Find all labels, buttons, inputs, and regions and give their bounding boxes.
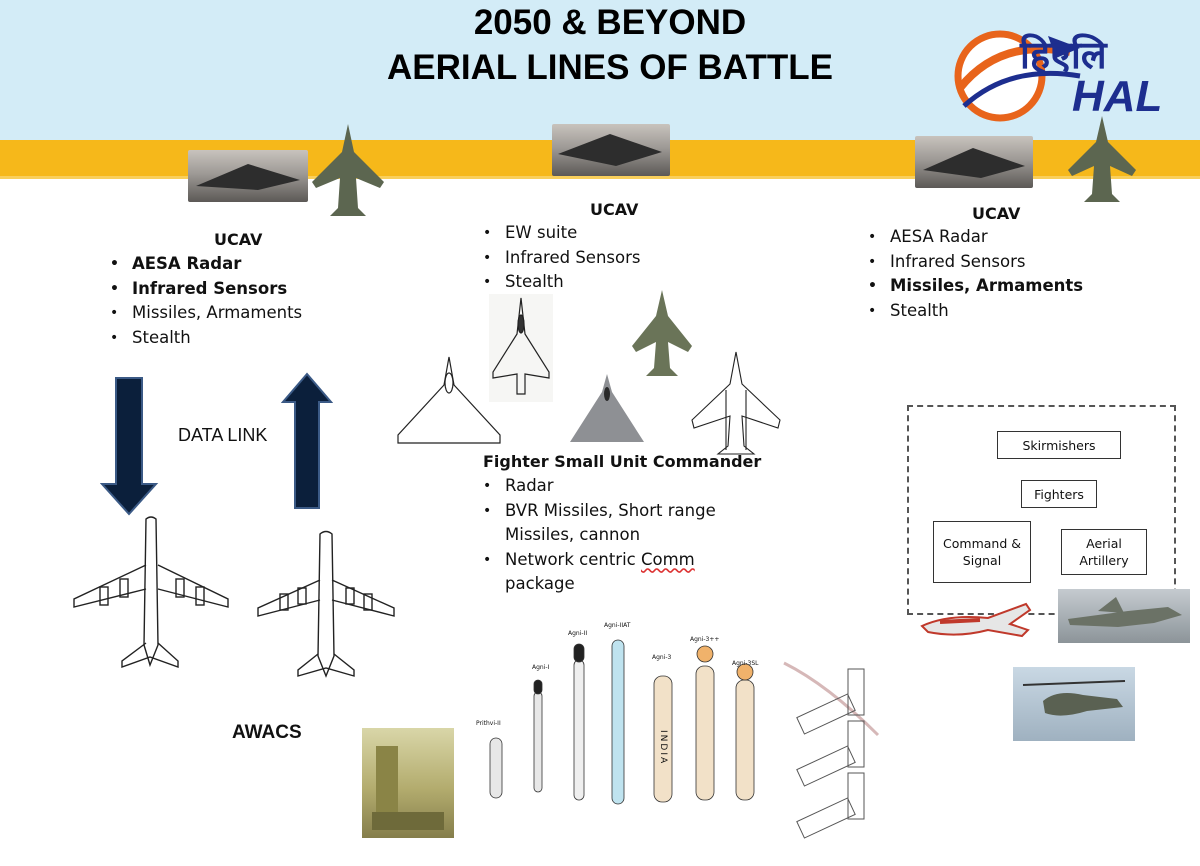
- transport-aircraft-drawing-left: [73, 516, 229, 668]
- command-signal-box: Command & Signal: [933, 521, 1031, 583]
- stealth-fighter-photo-left: [310, 122, 386, 218]
- fighter-line-drawing-1: [397, 356, 501, 444]
- agni-missile-chart: Prithvi-II Agni-I Agni-II Agni-IIAT Agni…: [470, 620, 770, 826]
- hal-logo: [930, 18, 1170, 133]
- page-title: 2050 & BEYOND AERIAL LINES OF BATTLE: [200, 0, 1020, 90]
- up-arrow-icon: [281, 372, 333, 509]
- logo-hal-text: HAL: [1072, 72, 1163, 121]
- list-item: Radar: [479, 474, 729, 499]
- missile-launcher-photo: [362, 728, 454, 838]
- missile-label: Prithvi-II: [476, 720, 501, 727]
- fighter-line-drawing-3: [691, 351, 781, 455]
- orange-band-shade: [0, 176, 1200, 179]
- comm-word: Comm: [640, 549, 695, 569]
- fighter-commander-list: Radar BVR Missiles, Short range Missiles…: [479, 474, 729, 597]
- fighters-box: Fighters: [1021, 480, 1097, 508]
- logo-hindi-text: हिएलि: [1020, 33, 1107, 77]
- skirmishers-box: Skirmishers: [997, 431, 1121, 459]
- title-line-2: AERIAL LINES OF BATTLE: [387, 48, 833, 87]
- helicopter-photo: [1013, 667, 1135, 741]
- list-item: AESA Radar: [864, 225, 1083, 250]
- awacs-label: AWACS: [232, 722, 302, 743]
- trainer-jet-photo: [918, 594, 1032, 656]
- tejas-fighter-photo: [568, 372, 646, 448]
- left-ucav-heading: UCAV: [214, 230, 263, 249]
- missile-label: Agni-3: [652, 654, 672, 661]
- list-item: Infrared Sensors: [479, 246, 640, 271]
- right-ucav-heading: UCAV: [972, 204, 1021, 223]
- missile-label: Agni-II: [568, 630, 588, 637]
- list-item: Stealth: [479, 270, 640, 295]
- missile-silhouettes: [489, 639, 755, 805]
- list-item: Missiles, Armaments: [864, 274, 1083, 299]
- list-item: AESA Radar: [106, 252, 302, 277]
- title-line-1: 2050 & BEYOND: [473, 3, 747, 42]
- list-item: Missiles, Armaments: [106, 301, 302, 326]
- data-link-label: DATA LINK: [178, 425, 268, 445]
- fighter-commander-heading: Fighter Small Unit Commander: [483, 452, 762, 471]
- missile-label: Agni-3SL: [732, 660, 759, 667]
- list-item: Stealth: [864, 299, 1083, 324]
- missile-label: Agni-3++: [690, 636, 720, 643]
- list-item: Infrared Sensors: [106, 277, 302, 302]
- ucav-drone-photo-center: [552, 124, 670, 176]
- fighter-line-drawing-2: [489, 294, 553, 402]
- center-ucav-heading: UCAV: [590, 200, 639, 219]
- list-item: Stealth: [106, 326, 302, 351]
- stealth-fighter-photo-right: [1066, 114, 1138, 204]
- list-item: EW suite: [479, 221, 640, 246]
- center-ucav-list: EW suite Infrared Sensors Stealth: [479, 221, 640, 295]
- list-item: Network centric Comm package: [479, 548, 729, 597]
- list-item: BVR Missiles, Short range Missiles, cann…: [479, 499, 729, 548]
- down-arrow-icon: [100, 377, 159, 516]
- formation-diagram: Skirmishers Fighters Command & Signal Ae…: [907, 405, 1176, 615]
- missile-label: Agni-IIAT: [604, 622, 631, 629]
- list-item: Infrared Sensors: [864, 250, 1083, 275]
- missile-label: Agni-I: [532, 664, 550, 671]
- ucav-drone-photo-left: [188, 150, 308, 202]
- hal-globe-icon: [954, 30, 1081, 122]
- fighter-photo-center: [630, 288, 694, 378]
- aerial-artillery-box: Aerial Artillery: [1061, 529, 1147, 575]
- transport-aircraft-drawing-right: [257, 530, 395, 678]
- left-ucav-list: AESA Radar Infrared Sensors Missiles, Ar…: [106, 252, 302, 350]
- light-combat-aircraft-photo: [1058, 589, 1190, 643]
- launcher-trucks-drawing: [783, 661, 880, 839]
- missile-body-text: INDIA: [658, 730, 668, 766]
- ucav-drone-photo-right: [915, 136, 1033, 188]
- right-ucav-list: AESA Radar Infrared Sensors Missiles, Ar…: [864, 225, 1083, 323]
